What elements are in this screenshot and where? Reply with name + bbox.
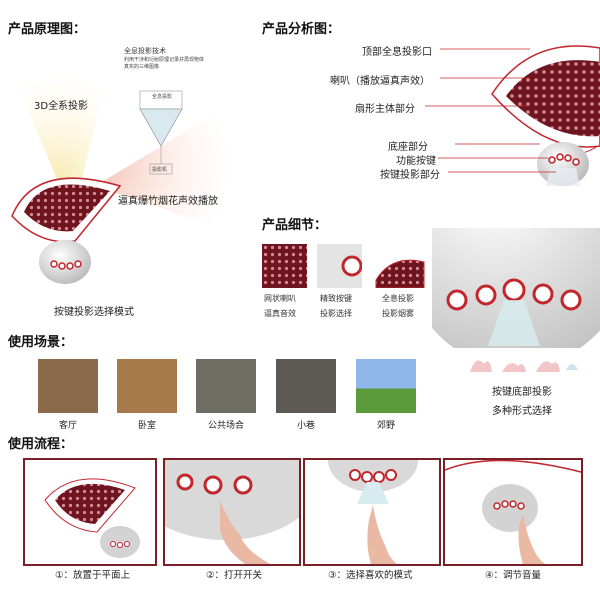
flow-step-3: ③：选择喜欢的模式 xyxy=(328,570,413,581)
projection-mode-icons xyxy=(470,360,578,372)
diagram-label-bottom: 投影机 xyxy=(152,167,168,173)
analysis-title: 产品分析图： xyxy=(262,22,341,37)
closeup-button-2 xyxy=(475,284,497,306)
closeup-button-4 xyxy=(532,283,554,305)
closeup-button-3 xyxy=(502,278,526,302)
analysis-item-speaker: 喇叭（播放逼真声效） xyxy=(330,76,430,87)
label-sound-effect: 逼真爆竹烟花声效播放 xyxy=(118,196,218,207)
flow-panel-2 xyxy=(163,458,301,566)
scene-alley-image xyxy=(276,359,336,413)
scene-bedroom-image xyxy=(117,359,177,413)
label-mode-select: 按键投影选择模式 xyxy=(54,307,134,318)
detail-3-line1: 全息投影 xyxy=(382,294,414,303)
closeup-button-5 xyxy=(560,289,582,311)
scene-field-image xyxy=(356,359,416,413)
analysis-item-button-projection: 按键投影部分 xyxy=(380,170,440,181)
analysis-item-fan-body: 扇形主体部分 xyxy=(355,104,415,115)
sound-beam xyxy=(95,96,245,236)
flow-step-1: ①：放置于平面上 xyxy=(55,570,131,581)
device-base xyxy=(39,240,91,284)
detail-2-line2: 投影选择 xyxy=(320,309,352,318)
scene-caption-public: 公共场合 xyxy=(207,421,244,431)
projection-beam-top xyxy=(0,46,115,186)
flow-panel-1 xyxy=(23,458,157,566)
scene-caption-alley: 小巷 xyxy=(296,421,315,431)
scene-public-image xyxy=(196,359,256,413)
scene-caption-field: 郊野 xyxy=(376,421,395,431)
principle-title: 产品原理图： xyxy=(8,22,87,37)
scene-caption-bedroom: 卧室 xyxy=(137,421,156,431)
flow-title: 使用流程： xyxy=(8,437,74,452)
holo-tech-title: 全息投影技术 xyxy=(124,47,166,55)
analysis-item-buttons: 功能按键 xyxy=(396,156,436,167)
detail-hologram-thumb xyxy=(372,244,427,288)
flow-step-2: ②：打开开关 xyxy=(206,570,263,581)
scene-living-room-image xyxy=(38,359,98,413)
diagram-label-top: 全息投影 xyxy=(152,94,173,100)
scene-caption-living-room: 客厅 xyxy=(58,421,77,431)
scene-title: 使用场景： xyxy=(8,335,74,350)
detail-1-line1: 网状喇叭 xyxy=(264,294,296,303)
analysis-item-base: 底座部分 xyxy=(388,142,428,153)
analysis-item-top-projector: 顶部全息投影口 xyxy=(362,47,432,58)
finger-select xyxy=(367,505,397,564)
detail-button-thumb xyxy=(317,244,362,288)
finger-press xyxy=(220,500,270,564)
side-label-1: 按键底部投影 xyxy=(492,387,552,398)
detail-title: 产品细节： xyxy=(262,218,328,233)
detail-1-line2: 逼真音效 xyxy=(264,309,296,318)
side-label-2: 多种形式选择 xyxy=(492,406,552,417)
flow-panel-4 xyxy=(443,458,583,566)
principle-illustration xyxy=(0,46,245,284)
flow-step-4: ④：调节音量 xyxy=(485,570,542,581)
closeup-button-1 xyxy=(446,289,468,311)
button-closeup xyxy=(432,228,600,348)
label-3d-projection: 3D全系投影 xyxy=(34,101,89,112)
finger-volume xyxy=(518,515,545,564)
holo-pyramid-diagram xyxy=(139,108,183,147)
detail-2-line1: 精致按键 xyxy=(320,294,352,303)
holo-tech-desc: 利用干涉和衍射原理记录并再现物体真实的三维图像 xyxy=(124,57,205,70)
fan-mesh-large xyxy=(506,60,600,137)
flow-panel-3 xyxy=(303,458,441,566)
fan-mesh xyxy=(24,184,110,232)
detail-speaker-thumb xyxy=(262,244,307,288)
analysis-illustration xyxy=(425,45,600,186)
detail-3-line2: 投影烟雾 xyxy=(382,309,414,318)
